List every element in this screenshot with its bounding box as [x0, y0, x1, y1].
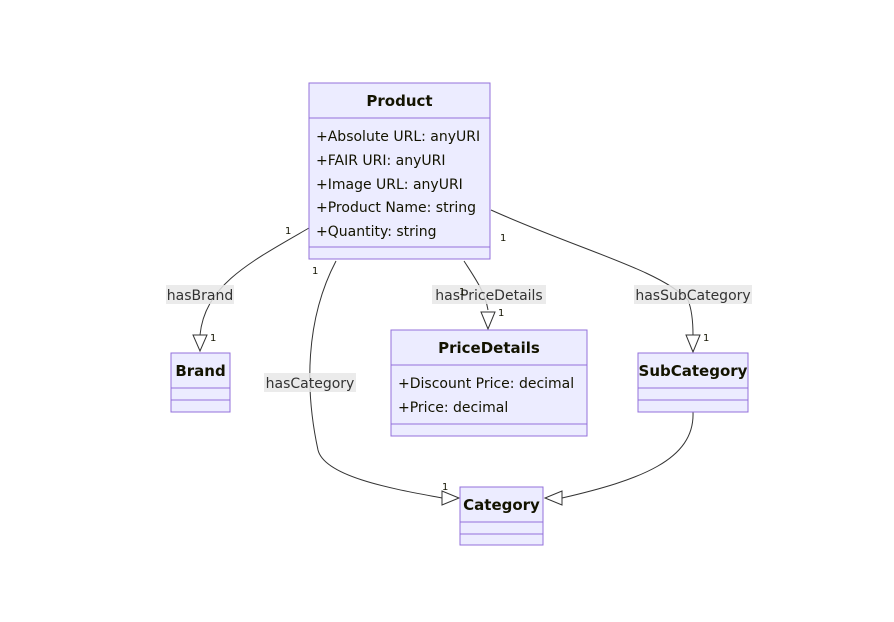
- arrowhead-category-right: [543, 490, 563, 506]
- label-bg-has-sub-category: [634, 285, 752, 304]
- label-bg-has-brand: [166, 285, 234, 304]
- card-sub-category-source: 1: [500, 233, 506, 244]
- class-product-attribute: +Absolute URL: anyURI: [316, 129, 480, 145]
- arrowhead-brand: [192, 334, 208, 353]
- card-category-source: 1: [312, 266, 318, 277]
- class-category: Category: [459, 486, 544, 546]
- class-sub-category-name: SubCategory: [639, 362, 748, 380]
- card-sub-category-target: 1: [703, 333, 709, 344]
- class-price-details-attribute: +Discount Price: decimal: [398, 376, 574, 392]
- label-has-brand: hasBrand: [167, 288, 233, 304]
- class-product: Product +Absolute URL: anyURI +FAIR URI:…: [308, 82, 491, 260]
- class-price-details-name: PriceDetails: [438, 339, 540, 357]
- arrowhead-price-details: [480, 311, 496, 331]
- class-price-details: PriceDetails +Discount Price: decimal +P…: [390, 329, 588, 437]
- class-product-name: Product: [366, 92, 432, 110]
- label-has-sub-category: hasSubCategory: [635, 288, 750, 304]
- edge-sub-category-to-category: [561, 411, 694, 499]
- class-category-name: Category: [463, 496, 540, 514]
- class-product-attribute: +Image URL: anyURI: [316, 177, 463, 193]
- edge-has-category: [309, 260, 443, 499]
- label-has-price-details: hasPriceDetails: [435, 288, 542, 304]
- class-sub-category: SubCategory: [637, 352, 749, 413]
- label-bg-has-category: [264, 373, 356, 392]
- card-brand-target: 1: [210, 333, 216, 344]
- class-product-attribute: +FAIR URI: anyURI: [316, 153, 446, 169]
- label-bg-has-price-details: [432, 285, 546, 304]
- card-price-details-source: 1: [459, 287, 465, 298]
- class-brand-name: Brand: [175, 362, 225, 380]
- class-product-attribute: +Quantity: string: [316, 224, 437, 240]
- arrowhead-sub-category: [685, 334, 701, 354]
- arrowhead-category-left: [441, 490, 461, 506]
- class-price-details-attribute: +Price: decimal: [398, 400, 508, 416]
- class-product-attribute: +Product Name: string: [316, 200, 476, 216]
- card-brand-source: 1: [285, 226, 291, 237]
- class-brand: Brand: [170, 352, 231, 413]
- edge-has-sub-category: [490, 209, 694, 336]
- card-category-target: 1: [442, 482, 448, 493]
- label-has-category: hasCategory: [266, 376, 355, 392]
- card-price-details-target: 1: [498, 308, 504, 319]
- edge-has-brand: [199, 227, 310, 336]
